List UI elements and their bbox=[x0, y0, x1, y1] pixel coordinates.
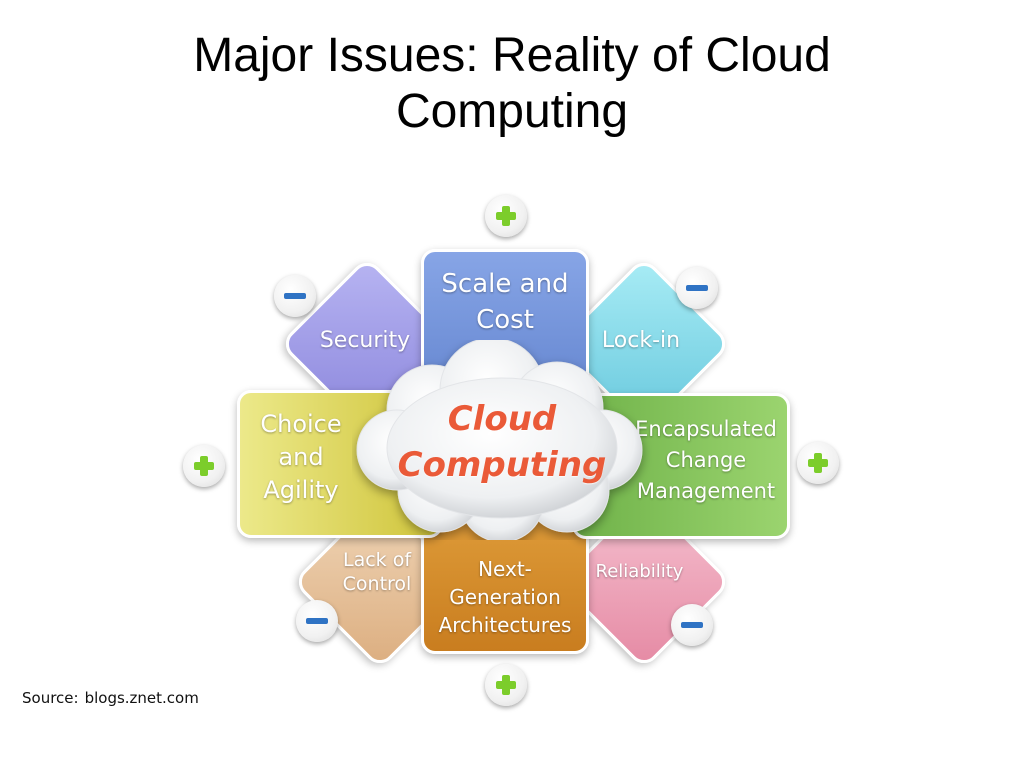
nextgen-label-2: Generation bbox=[449, 585, 561, 609]
source-label: Source: bbox=[22, 689, 79, 707]
choice-label-1: Choice bbox=[260, 410, 342, 438]
security-label: Security bbox=[319, 328, 411, 353]
lockin-label: Lock-in bbox=[601, 328, 681, 353]
nextgen-label-1: Next- bbox=[478, 557, 532, 581]
scale-label-1: Scale and bbox=[441, 269, 569, 299]
cloud-shape bbox=[356, 340, 643, 540]
encap-label-3: Management bbox=[636, 479, 776, 503]
cloud-title-line-1: Cloud bbox=[447, 399, 557, 439]
page-title: Major Issues: Reality of Cloud Computing bbox=[0, 28, 1024, 140]
source-value: blogs.znet.com bbox=[84, 689, 199, 707]
plus-icon bbox=[485, 664, 527, 706]
encap-label-1: Encapsulated bbox=[635, 417, 777, 441]
choice-label-3: Agility bbox=[263, 476, 339, 504]
minus-icon bbox=[274, 275, 316, 317]
plus-icon bbox=[183, 445, 225, 487]
minus-icon bbox=[676, 267, 718, 309]
reliability-label: Reliability bbox=[595, 561, 684, 582]
source-caption: Source: blogs.znet.com bbox=[22, 689, 199, 707]
title-line-2: Computing bbox=[395, 85, 629, 138]
plus-icon bbox=[485, 195, 527, 237]
minus-icon bbox=[671, 604, 713, 646]
encap-label-2: Change bbox=[665, 448, 747, 472]
lack-label-2: Control bbox=[342, 573, 412, 595]
nextgen-label-3: Architectures bbox=[438, 613, 572, 637]
lack-label-1: Lack of bbox=[342, 549, 412, 571]
minus-icon bbox=[296, 600, 338, 642]
plus-icon bbox=[797, 442, 839, 484]
choice-label-2: and bbox=[278, 443, 324, 471]
title-line-1: Major Issues: Reality of Cloud bbox=[193, 29, 831, 82]
scale-label-2: Cost bbox=[476, 305, 534, 335]
cloud-title-line-2: Computing bbox=[397, 445, 607, 485]
